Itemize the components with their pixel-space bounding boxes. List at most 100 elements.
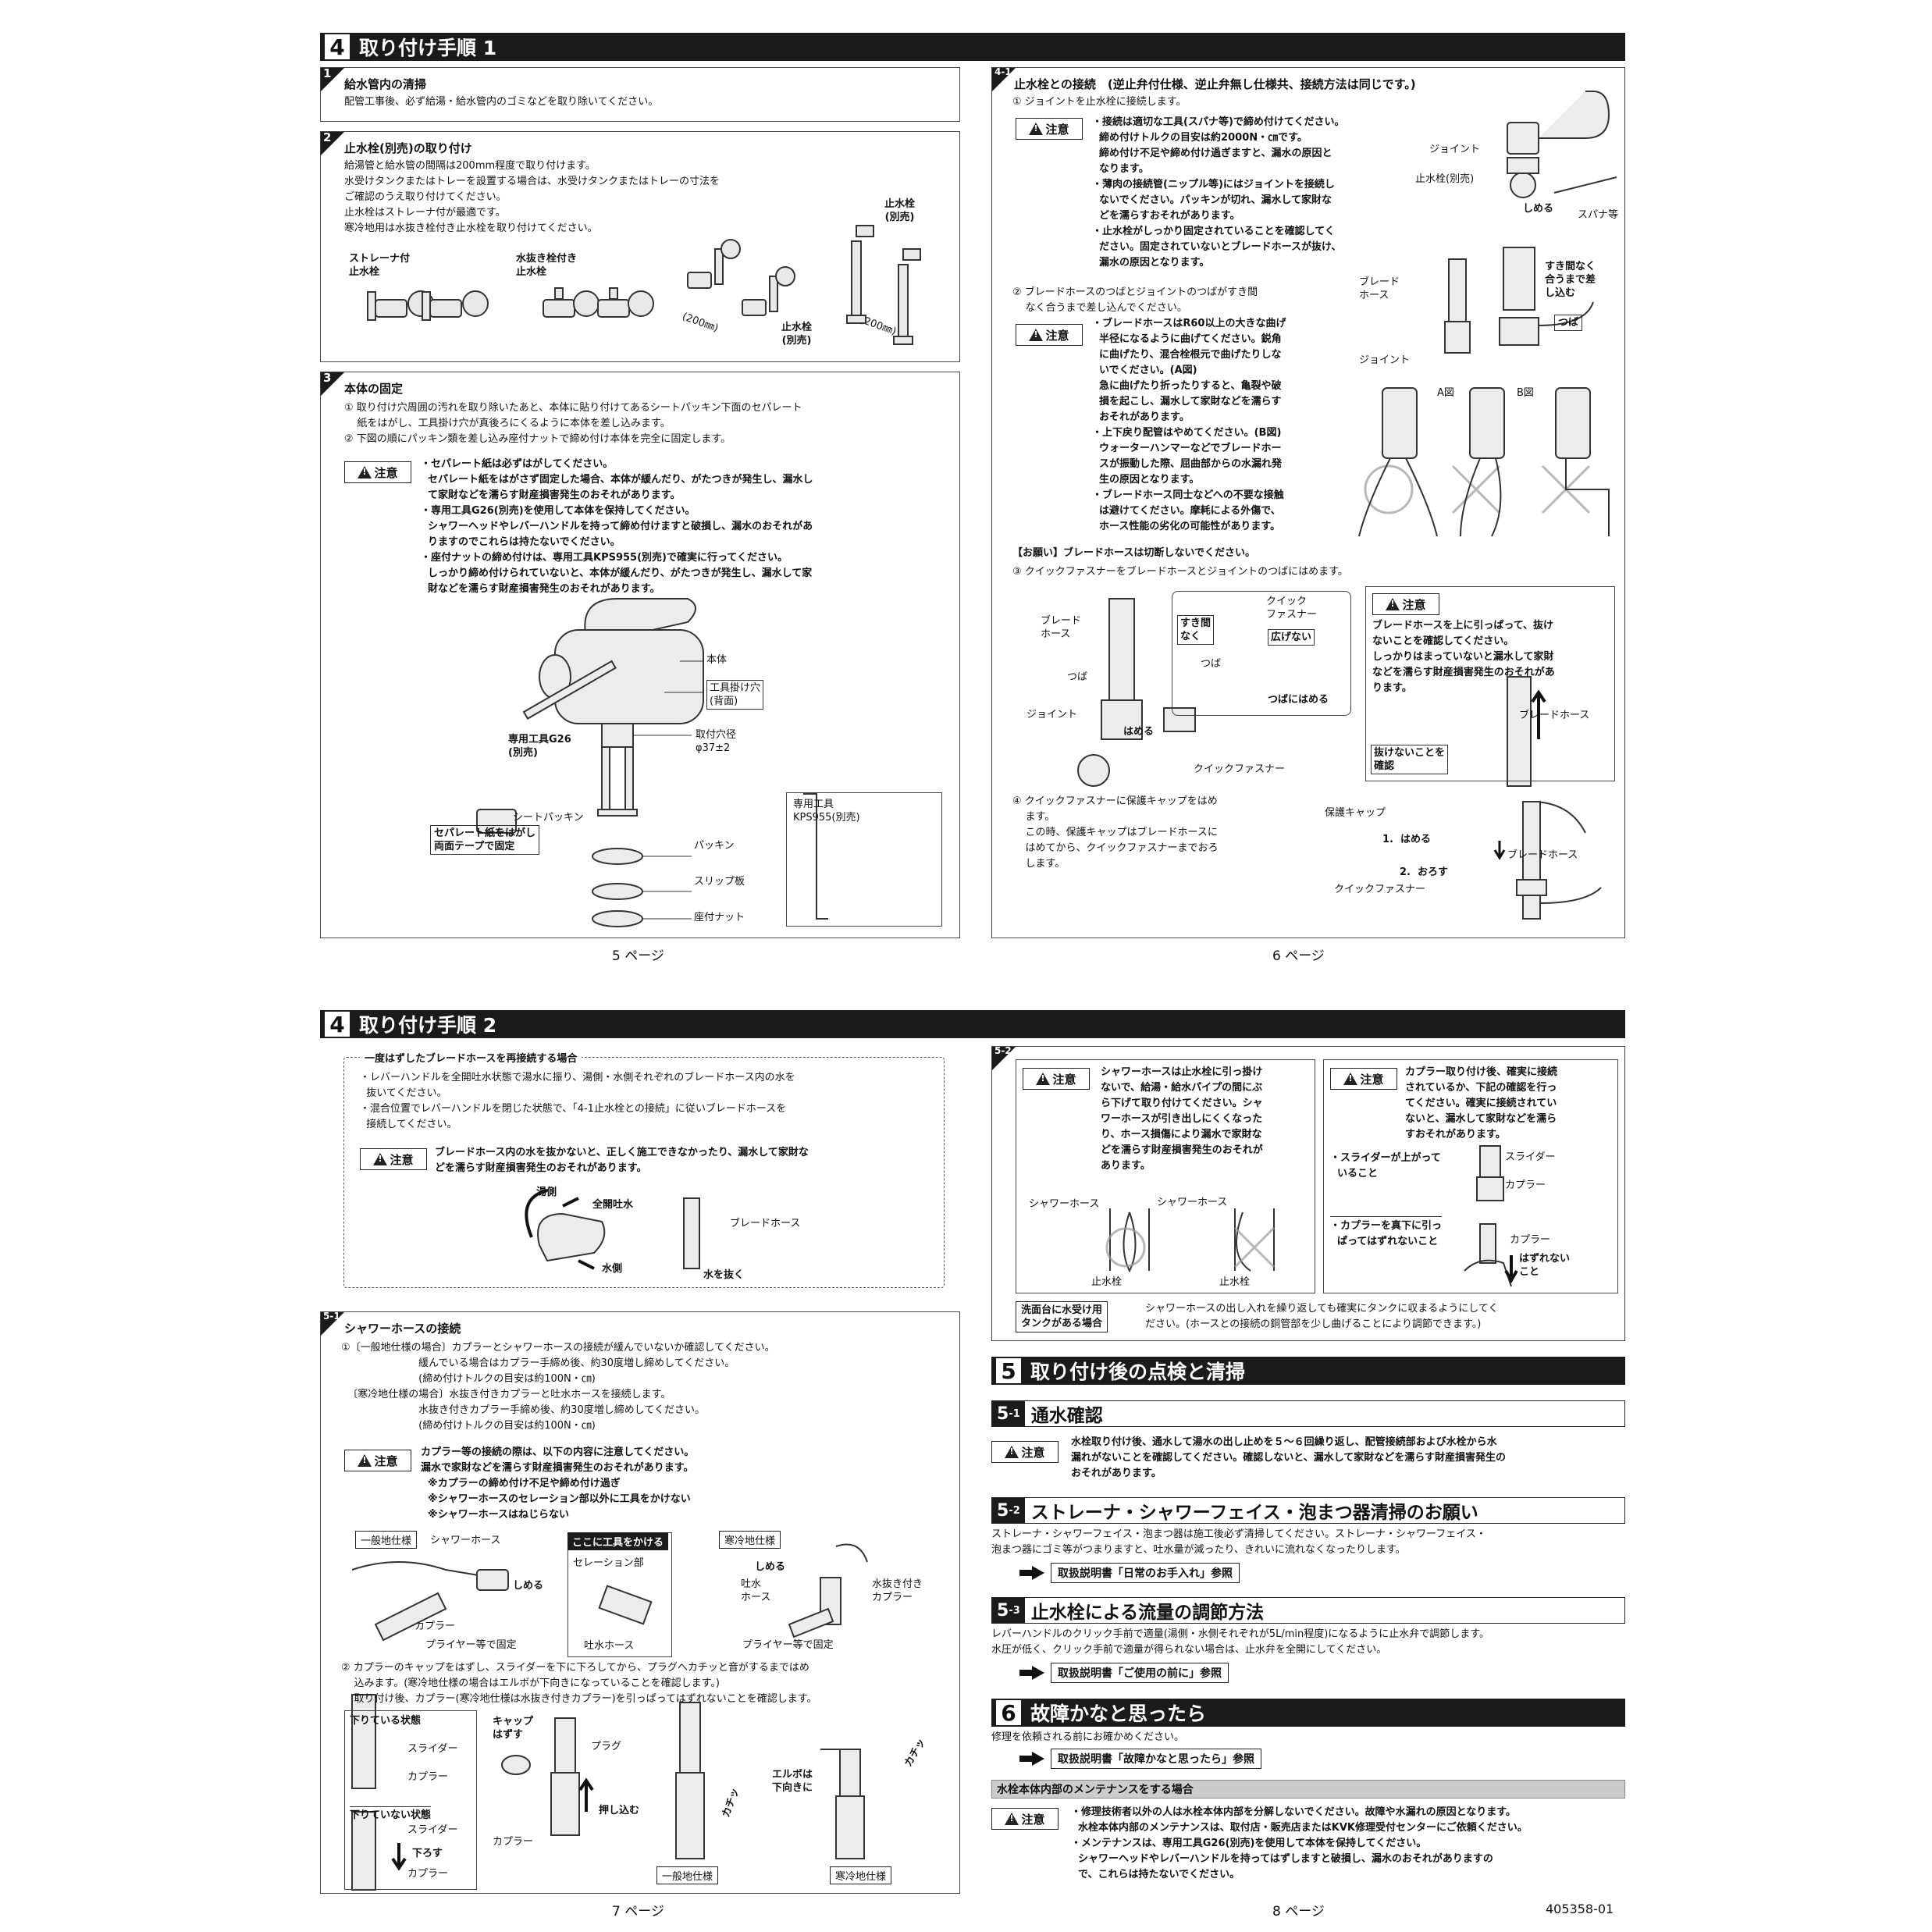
label-plug: プラグ — [591, 1741, 622, 1752]
label-fit: はめる — [1123, 726, 1155, 738]
label-valve-b: 止水栓 (別売) — [884, 198, 916, 223]
label-serration: セレーション部 — [573, 1557, 644, 1569]
label-shower-hose-1: シャワーホース — [1029, 1198, 1100, 1210]
step-number: 2 — [323, 130, 332, 144]
tag-cold-spec-2: 寒冷地仕様 — [830, 1866, 892, 1884]
step-number: 5-2 — [994, 1045, 1012, 1056]
label-spout-hose: 吐水ホース — [584, 1640, 635, 1652]
tool-here-box: ここに工具をかける セレーション部 吐水ホース — [568, 1532, 672, 1657]
label-body: 本体 — [706, 654, 728, 666]
step-1-box: 1 給水管内の清掃 配管工事後、必ず給湯・給水管内のゴミなどを取り除いてください… — [320, 66, 960, 122]
step-4-2-box: 一度はずしたブレードホースを再接続する場合 ・レバーハンドルを全開吐水状態で湯水… — [343, 1050, 945, 1288]
caution-badge: 注意 — [344, 461, 411, 483]
step-body: 配管工事後、必ず給湯・給水管内のゴミなどを取り除いてください。 — [344, 96, 659, 108]
caution-text-1: ・接続は適切な工具(スパナ等)で締め付けてください。 締め付けトルクの目安は約2… — [1092, 116, 1345, 269]
warning-icon — [1005, 1446, 1019, 1458]
ref-label: 取扱説明書「ご使用の前に」参照 — [1051, 1663, 1229, 1683]
section-title: 故障かなと思ったら — [1030, 1703, 1207, 1725]
label-shower-hose-2: シャワーホース — [1157, 1197, 1228, 1208]
step1-text: ① ジョイントを止水栓に接続します。 — [1012, 96, 1187, 108]
label-state-down: 下りている状態 — [350, 1715, 422, 1727]
section-title: 取り付け手順 1 — [359, 37, 497, 59]
subsection-title: 通水確認 — [1030, 1406, 1103, 1426]
tag-tool-here: ここに工具をかける — [568, 1532, 669, 1550]
body-5-2: ストレーナ・シャワーフェイス・泡まつ器は施工後必ず清掃してください。ストレーナ・… — [991, 1528, 1486, 1556]
caution-text-1: シャワーホースは止水栓に引っ掛け ないで、給湯・給水パイプの間にぶ ら下げて取り… — [1101, 1066, 1263, 1172]
label-elbow: エルボは 下向きに — [772, 1769, 813, 1794]
ref-label: 取扱説明書「日常のお手入れ」参照 — [1051, 1563, 1240, 1583]
step-body: 給湯管と給水管の間隔は200mm程度で取り付けます。 水受けタンクまたはトレーを… — [344, 160, 720, 234]
step-2-box: 2 止水栓(別売)の取り付け 給湯管と給水管の間隔は200mm程度で取り付けます… — [320, 130, 960, 362]
step3-text: ③ クイックファスナーをブレードホースとジョイントのつばにはめます。 — [1012, 566, 1348, 578]
qf-detail-box: すき間 なく クイック ファスナー 広げない つば つばにはめる — [1172, 591, 1351, 716]
warning-icon — [1005, 1813, 1019, 1825]
slider-state-box: 下りている状態 スライダー カプラー 下りていない状態 スライダー 下ろす カプ… — [344, 1710, 477, 1890]
step-title: 本体の固定 — [344, 382, 404, 396]
label-full-open: 全開吐水 — [592, 1199, 634, 1211]
section-title: 取り付け手順 2 — [359, 1014, 497, 1037]
ref-label: 取扱説明書「故障かなと思ったら」参照 — [1051, 1749, 1261, 1769]
step-number: 1 — [323, 66, 332, 80]
label-kps955: 専用工具 KPS955(別売) — [793, 799, 860, 824]
step-body: ①〔一般地仕様の場合〕カプラーとシャワーホースの接続が緩んでいないか確認してくだ… — [341, 1342, 775, 1432]
label-cold-side: 水側 — [602, 1263, 623, 1275]
warning-icon — [1036, 1073, 1051, 1085]
caution-box-3: 注意 ブレードホースを上に引っぱって、抜け ないことを確認してください。 しっか… — [1365, 586, 1615, 781]
caution-badge: 注意 — [1016, 324, 1083, 346]
label-tighten-2: しめる — [755, 1561, 786, 1573]
warning-icon — [1343, 1073, 1358, 1085]
step-number: 5-1 — [323, 1311, 340, 1322]
check-1: ・スライダーが上がって いること — [1330, 1152, 1441, 1179]
ref-troubleshoot: 取扱説明書「故障かなと思ったら」参照 — [1019, 1749, 1261, 1769]
label-valve-1: 止水栓 — [1091, 1276, 1123, 1288]
label-tsuba-3: つば — [1067, 671, 1088, 683]
arrow-right-icon — [1032, 1752, 1044, 1766]
label-lower: 下ろす — [412, 1848, 443, 1859]
subsection-5-1: 5-1 通水確認 — [991, 1400, 1625, 1427]
warning-icon — [373, 1153, 388, 1165]
label-push-in: 押し込む — [599, 1805, 640, 1816]
section-title: 取り付け後の点検と清掃 — [1030, 1361, 1246, 1383]
maintenance-caution: ・修理技術者以外の人は水栓本体内部を分解しないでください。故障や水漏れの原因とな… — [1071, 1806, 1528, 1880]
warning-icon — [358, 466, 372, 479]
step-body: ① 取り付け穴周囲の汚れを取り除いたあと、本体に貼り付けてあるシートパッキン下面… — [344, 402, 802, 445]
subsection-number: 5-3 — [992, 1598, 1025, 1623]
label-fig-a: A図 — [1437, 387, 1454, 399]
shower-hang-illustration — [1105, 1208, 1276, 1273]
caution-text-2: ・ブレードホースはR60以上の大きな曲げ 半径になるように曲げてください。鋭角 … — [1092, 318, 1286, 532]
kps955-box: 専用工具 KPS955(別売) — [786, 792, 942, 927]
label-spanner: スパナ等 — [1578, 209, 1619, 221]
label-coupler: カプラー — [1505, 1179, 1546, 1191]
step2-text: ② ブレードホースのつばとジョイントのつばがすき間 なく合うまで差し込んでくださ… — [1012, 286, 1258, 314]
label-strainer-valve: ストレーナ付 止水栓 — [349, 253, 411, 278]
step-title: シャワーホースの接続 — [344, 1322, 461, 1336]
label-coupler-2: カプラー — [407, 1771, 449, 1783]
label-mount-diameter: 取付穴径 φ37±2 — [696, 729, 737, 754]
arrow-right-icon — [1032, 1666, 1044, 1680]
caution-badge: 注意 — [1023, 1068, 1090, 1090]
label-tool-hole: 工具掛け穴 (背面) — [706, 680, 764, 710]
caution-badge: 注意 — [991, 1808, 1059, 1830]
label-plier-2: プライヤー等で固定 — [742, 1639, 834, 1651]
label-coupler-3: カプラー — [407, 1868, 449, 1880]
label-tsuba: つば — [1554, 315, 1583, 331]
step-5-1-shower-box: 5-1 シャワーホースの接続 ①〔一般地仕様の場合〕カプラーとシャワーホースの接… — [320, 1311, 960, 1894]
maintenance-bar: 水栓本体内部のメンテナンスをする場合 — [991, 1780, 1625, 1799]
lever-illustration — [525, 1189, 700, 1270]
caution-badge: 注意 — [1372, 593, 1439, 615]
caution-text: ブレードホース内の水を抜かないと、正しく施工できなかったり、漏水して家財な どを… — [435, 1147, 809, 1174]
check-2: ・カプラーを真下に引っ ぱってはずれないこと — [1330, 1216, 1443, 1250]
label-joint-2: ジョイント — [1359, 354, 1411, 366]
label-slider: スライダー — [407, 1743, 458, 1755]
faucet-mount-illustration — [476, 598, 828, 927]
label-packing: パッキン — [694, 840, 735, 852]
section-number: 4 — [323, 1010, 351, 1038]
label-shower-hose: シャワーホース — [430, 1535, 501, 1546]
label-drain-water: 水を抜く — [703, 1269, 745, 1281]
step-title: 止水栓との接続 (逆止弁付仕様、逆止弁無し仕様共、接続方法は同じです。) — [1014, 77, 1416, 91]
label-drain-coupler: 水抜き付き カプラー — [872, 1578, 923, 1603]
label-slip-plate: スリップ板 — [694, 876, 745, 888]
caution-badge: 注意 — [360, 1148, 427, 1170]
step-body: ・レバーハンドルを全開吐水状態で湯水に振り、湯側・水側それぞれのブレードホース内… — [360, 1072, 795, 1130]
label-sheet-packing: シートパッキン — [513, 812, 584, 824]
